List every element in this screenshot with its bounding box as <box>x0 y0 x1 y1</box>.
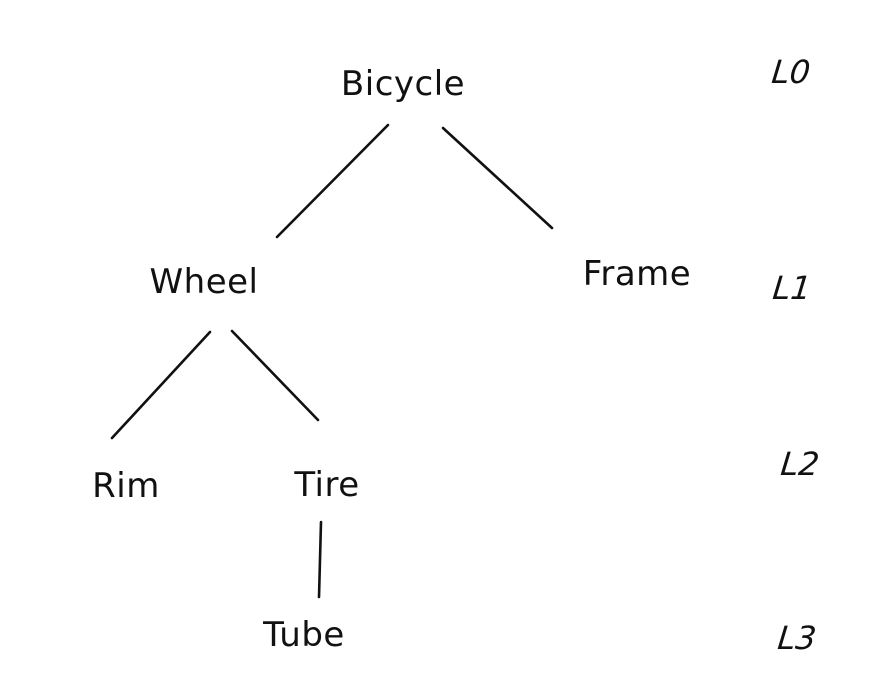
edge-wheel-tire <box>230 329 320 422</box>
level-label-l0: L0 <box>769 53 813 91</box>
level-label-l2: L2 <box>778 445 822 483</box>
node-frame: Frame <box>582 254 692 294</box>
edge-tire-tube <box>317 520 323 599</box>
edge-bicycle-wheel <box>275 123 390 239</box>
level-label-l1: L1 <box>770 269 814 307</box>
node-rim: Rim <box>92 466 160 506</box>
node-wheel: Wheel <box>149 262 259 302</box>
node-bicycle: Bicycle <box>340 64 466 104</box>
level-label-l3: L3 <box>775 619 819 657</box>
node-tube: Tube <box>263 615 345 655</box>
node-tire: Tire <box>294 465 360 505</box>
edge-wheel-rim <box>110 330 212 440</box>
edge-bicycle-frame <box>441 126 554 230</box>
